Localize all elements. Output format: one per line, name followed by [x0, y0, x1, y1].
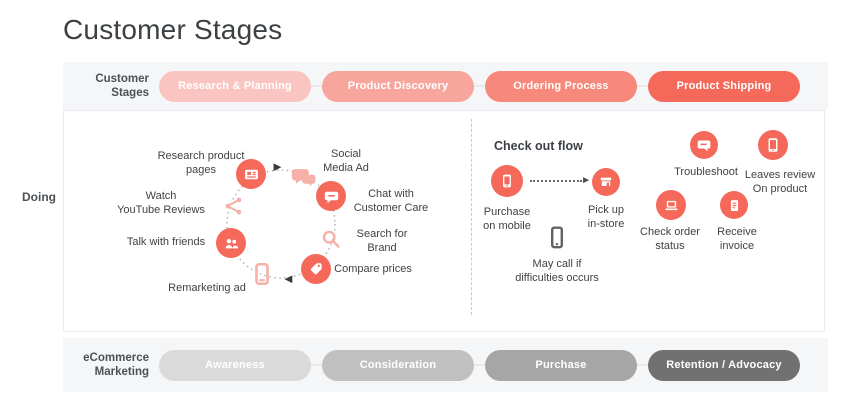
arrow-left-icon: ◄ [282, 271, 295, 286]
store-icon [592, 168, 620, 196]
label-remarketing-ad: Remarketing ad [168, 282, 246, 294]
chat-icon [690, 131, 718, 159]
invoice-icon [720, 191, 748, 219]
pill-connector [637, 85, 648, 87]
section-divider [471, 119, 472, 315]
journey-dashed-circle [226, 169, 336, 279]
smartphone-icon [491, 165, 523, 197]
doing-row-label: Doing [22, 190, 56, 204]
tablet-icon [758, 130, 788, 160]
marketing-pill-consideration[interactable]: Consideration [322, 349, 474, 381]
phone-outline-icon [545, 225, 569, 251]
share-icon [223, 195, 245, 217]
customer-stages-band: Customer Stages Research & Planning Prod… [63, 62, 828, 110]
arrow-right-icon: ► [271, 159, 284, 174]
ecommerce-marketing-band: eCommerce Marketing Awareness Considerat… [63, 338, 828, 392]
pill-connector [311, 364, 322, 366]
marketing-pill-retention-advocacy[interactable]: Retention / Advocacy [648, 349, 800, 381]
article-icon [236, 159, 266, 189]
checkout-heading: Check out flow [494, 139, 583, 153]
marketing-pill-purchase[interactable]: Purchase [485, 349, 637, 381]
stage-pill-product-shipping[interactable]: Product Shipping [648, 70, 800, 102]
label-troubleshoot: Troubleshoot [674, 166, 738, 178]
stage-pill-ordering-process[interactable]: Ordering Process [485, 70, 637, 102]
chat-icon [316, 181, 346, 211]
price-tag-icon [301, 254, 331, 284]
stage-pill-research-planning[interactable]: Research & Planning [159, 70, 311, 102]
pill-connector [637, 364, 648, 366]
stage-pill-product-discovery[interactable]: Product Discovery [322, 70, 474, 102]
checkout-dotted-arrow: ► [530, 175, 591, 186]
chat-bubbles-icon [291, 165, 317, 191]
laptop-icon [656, 190, 686, 220]
mobile-outline-icon [249, 261, 275, 287]
pill-connector [474, 364, 485, 366]
marketing-pill-awareness[interactable]: Awareness [159, 349, 311, 381]
page-title: Customer Stages [63, 14, 283, 45]
customer-stages-band-label: Customer Stages [95, 73, 149, 99]
label-talk-with-friends: Talk with friends [126, 236, 206, 248]
pill-connector [311, 85, 322, 87]
pill-connector [474, 85, 485, 87]
label-compare-prices: Compare prices [334, 263, 412, 275]
search-icon [319, 227, 343, 251]
people-icon [216, 228, 246, 258]
ecommerce-marketing-band-label: eCommerce Marketing [83, 352, 149, 378]
